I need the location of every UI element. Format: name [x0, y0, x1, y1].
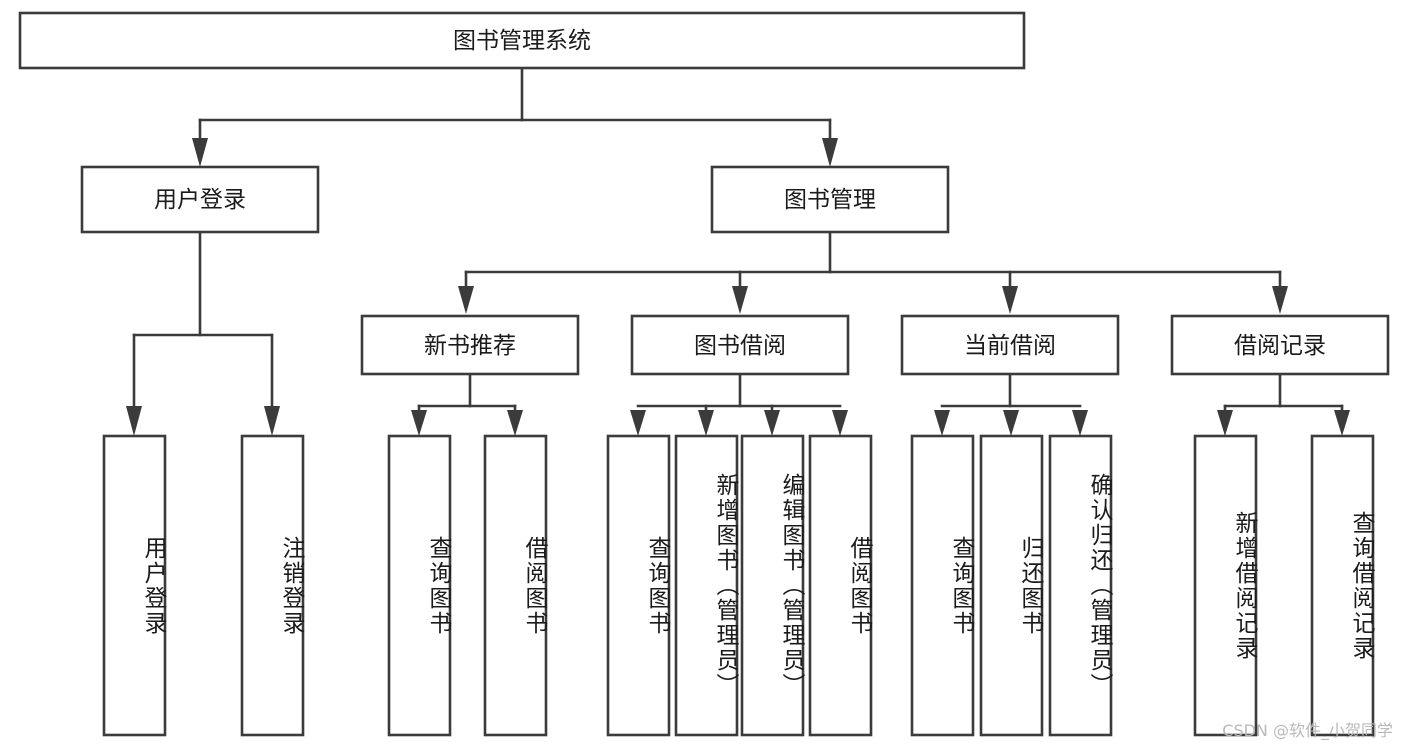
node-book-management[interactable]: [710, 165, 950, 234]
arrow-head-bb-leaf-4: [832, 410, 848, 436]
arrow-head-user-login: [192, 138, 208, 167]
node-book-management-label: 图书管理: [784, 187, 876, 213]
node-leaf-query-book-1[interactable]: [387, 434, 452, 737]
node-leaf-query-book-3[interactable]: [910, 434, 975, 737]
connector-root-to-level2: [192, 66, 838, 167]
node-book-borrow[interactable]: [630, 314, 850, 376]
arrow-head-book-borrow: [732, 286, 748, 314]
node-leaf-logout[interactable]: [240, 434, 305, 737]
connector-current-borrow-to-leaves: [934, 372, 1088, 436]
node-leaf-query-book-2[interactable]: [606, 434, 671, 737]
node-user-login-label: 用户登录: [154, 187, 246, 213]
node-current-borrow-label: 当前借阅: [964, 333, 1056, 359]
node-borrow-record-label: 借阅记录: [1234, 333, 1326, 359]
connector-book-borrow-to-leaves: [630, 372, 848, 436]
node-user-login[interactable]: [80, 165, 320, 234]
arrow-head-new-book: [458, 286, 474, 314]
node-new-book-recommend[interactable]: [360, 314, 580, 376]
node-leaf-add-book-admin[interactable]: [674, 434, 739, 737]
connector-new-book-to-leaves: [411, 372, 523, 436]
arrow-head-leaf-user-login: [126, 406, 142, 436]
arrow-head-br-leaf-1: [1217, 410, 1233, 436]
node-leaf-edit-book-admin[interactable]: [740, 434, 805, 737]
arrow-head-nb-leaf-2: [507, 410, 523, 436]
node-leaf-query-borrow-record[interactable]: [1310, 434, 1375, 737]
node-new-book-recommend-label: 新书推荐: [424, 333, 516, 359]
node-leaf-add-borrow-record[interactable]: [1193, 434, 1258, 737]
arrow-head-borrow-record: [1272, 286, 1288, 314]
node-root-label: 图书管理系统: [453, 28, 591, 54]
arrow-head-cb-leaf-1: [934, 410, 950, 436]
node-leaf-confirm-return-admin[interactable]: [1048, 434, 1113, 737]
arrow-head-cb-leaf-2: [1003, 410, 1019, 436]
node-leaf-user-login[interactable]: [102, 434, 167, 737]
arrow-head-leaf-logout: [264, 406, 280, 436]
node-borrow-record[interactable]: [1170, 314, 1390, 376]
node-root[interactable]: [18, 11, 1026, 70]
arrow-head-bb-leaf-1: [630, 410, 646, 436]
node-leaf-borrow-book-1[interactable]: [483, 434, 548, 737]
connector-user-login-to-leaves: [126, 230, 280, 436]
node-book-borrow-label: 图书借阅: [694, 333, 786, 359]
arrow-head-current-borrow: [1002, 286, 1018, 314]
node-leaf-return-book[interactable]: [979, 434, 1044, 737]
arrow-head-nb-leaf-1: [411, 410, 427, 436]
node-current-borrow[interactable]: [900, 314, 1120, 376]
arrow-head-book-mgmt: [822, 138, 838, 167]
connector-borrow-record-to-leaves: [1217, 372, 1350, 436]
arrow-head-br-leaf-2: [1334, 410, 1350, 436]
arrow-head-cb-leaf-3: [1072, 410, 1088, 436]
csdn-watermark: CSDN @软件_小贺同学: [1222, 721, 1393, 740]
arrow-head-bb-leaf-2: [698, 410, 714, 436]
arrow-head-bb-leaf-3: [764, 410, 780, 436]
connector-book-mgmt-to-level3: [458, 230, 1288, 314]
node-leaf-borrow-book-2[interactable]: [808, 434, 873, 737]
